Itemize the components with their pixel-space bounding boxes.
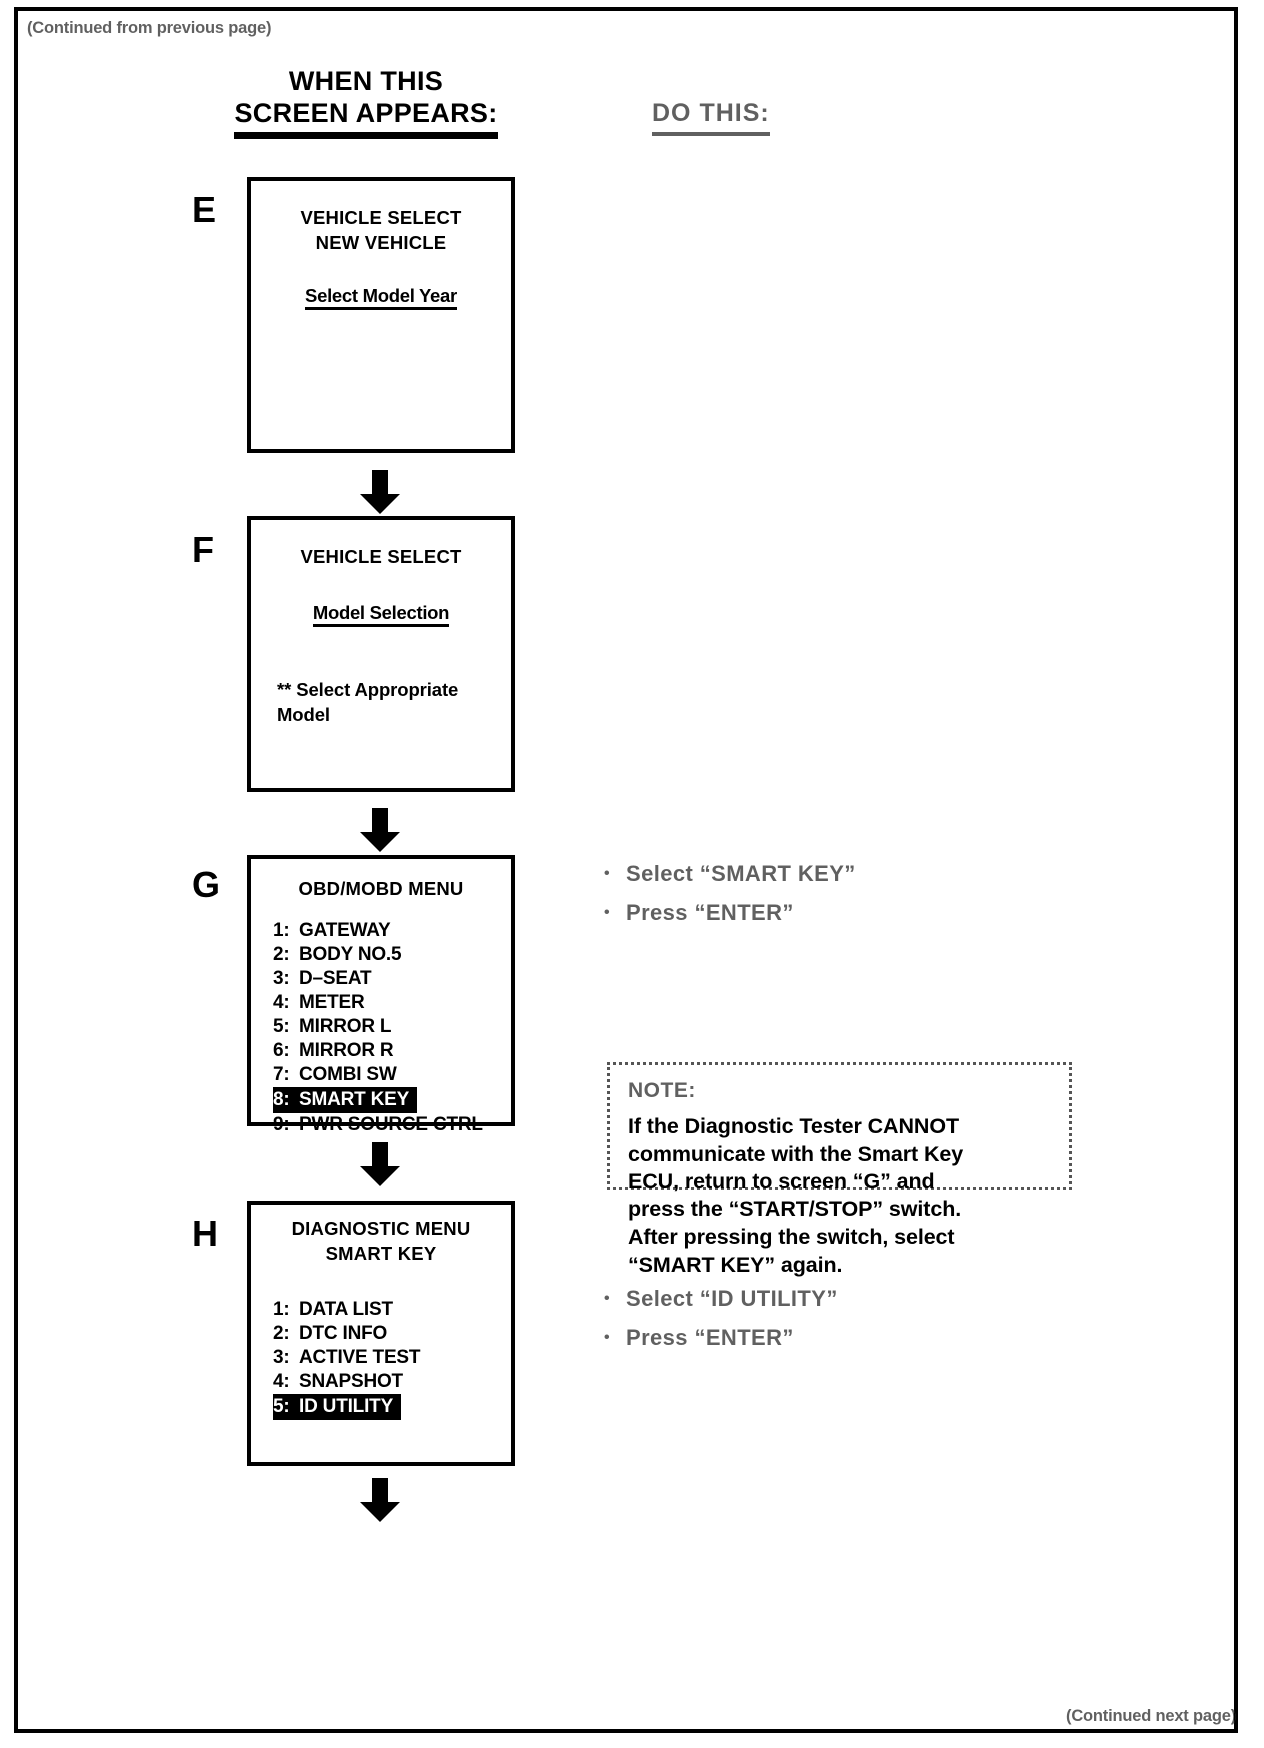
menu-item-index: 7: [273, 1063, 290, 1085]
menu-item-index: 5: [273, 1396, 290, 1418]
instruction-list-h: • Select “ID UTILITY” • Press “ENTER” [604, 1288, 1064, 1367]
note-label: NOTE: [628, 1079, 696, 1102]
note-line-1: If the Diagnostic Tester CANNOT [628, 1114, 959, 1138]
menu-item-label: DATA LIST [299, 1299, 393, 1321]
instruction-text: Select “ID UTILITY” [626, 1286, 838, 1311]
menu-item[interactable]: 2: BODY NO.5 [273, 943, 511, 967]
screen-f-subtitle: Model Selection [251, 601, 511, 627]
menu-item-index: 3: [273, 1347, 290, 1369]
instruction-row: • Select “ID UTILITY” [604, 1288, 1064, 1310]
instruction-text: Press “ENTER” [626, 900, 794, 926]
instruction-row: • Press “ENTER” [604, 902, 1064, 924]
menu-item-index: 3: [273, 967, 290, 989]
menu-item-index: 9: [273, 1113, 290, 1135]
bullet-icon: • [604, 1290, 611, 1307]
menu-item[interactable]: 5: MIRROR L [273, 1015, 511, 1039]
flow-label-e: E [192, 189, 217, 230]
note-line-3: ECU, return to screen “G” and [628, 1169, 935, 1194]
menu-item-index: 1: [273, 919, 290, 941]
continued-from-previous-label: (Continued from previous page) [27, 19, 272, 37]
screen-e-subtitle: Select Model Year [251, 285, 511, 311]
menu-item-label: GATEWAY [299, 919, 391, 941]
instruction-list-g: • Select “SMART KEY” • Press “ENTER” [604, 863, 1064, 942]
screen-h-title-line2: SMART KEY [325, 1242, 437, 1264]
note-line-5: After pressing the switch, select [628, 1224, 955, 1249]
instruction-row: • Select “SMART KEY” [604, 863, 1064, 885]
screen-f-title-line1: VEHICLE SELECT [300, 546, 462, 567]
menu-item-index: 8: [273, 1088, 290, 1110]
menu-item-label: ACTIVE TEST [299, 1347, 421, 1369]
screen-box-e: VEHICLE SELECT NEW VEHICLE Select Model … [247, 177, 515, 453]
screen-box-g: OBD/MOBD MENU 1: GATEWAY 2: BODY NO.5 3: D–SE… [247, 855, 515, 1135]
flow-arrow-down-icon [360, 470, 400, 514]
menu-item-label: ID UTILITY [299, 1396, 394, 1418]
column-header-do-this: DO THIS: [652, 99, 770, 136]
screen-g-title-line1: OBD/MOBD MENU [298, 878, 464, 899]
page-border [14, 7, 1238, 1733]
flow-arrow-down-icon [360, 808, 400, 852]
bullet-icon: • [604, 865, 611, 882]
menu-item-label: BODY NO.5 [299, 943, 402, 965]
menu-item-selected[interactable]: 5: ID UTILITY [273, 1394, 402, 1421]
continued-next-page-label: (Continued next page) [1066, 1707, 1236, 1725]
screen-appears-line2: SCREEN APPEARS: [234, 98, 498, 139]
note-line-6: “SMART KEY” again. [628, 1252, 843, 1277]
menu-item-label: PWR SOURCE CTRL [299, 1113, 483, 1135]
menu-item-index: 2: [273, 943, 290, 965]
menu-item[interactable]: 1: GATEWAY [273, 919, 511, 943]
menu-item-index: 4: [273, 1371, 290, 1393]
menu-item-label: MIRROR L [299, 1015, 392, 1037]
menu-item-index: 6: [273, 1039, 290, 1061]
note-body: If the Diagnostic Tester CANNOT communic… [628, 1113, 1053, 1279]
menu-item-index: 5: [273, 1015, 290, 1037]
flow-arrow-down-icon [360, 1478, 400, 1522]
menu-item-label: METER [299, 991, 365, 1013]
screen-f-note-line2: Model [277, 703, 330, 725]
menu-item[interactable]: 1: DATA LIST [273, 1298, 511, 1322]
menu-item-index: 2: [273, 1323, 290, 1345]
menu-item[interactable]: 4: METER [273, 991, 511, 1015]
flow-label-g: G [192, 864, 221, 905]
menu-item[interactable]: 3: ACTIVE TEST [273, 1346, 511, 1370]
menu-item[interactable]: 4: SNAPSHOT [273, 1370, 511, 1394]
bullet-icon: • [604, 1329, 611, 1347]
menu-item[interactable]: 7: COMBI SW [273, 1063, 511, 1087]
flow-label-h: H [192, 1213, 218, 1254]
menu-item-index: 1: [273, 1299, 290, 1321]
menu-item-label: MIRROR R [299, 1039, 394, 1061]
menu-item-label: COMBI SW [299, 1063, 397, 1085]
screen-h-title-line1: DIAGNOSTIC MENU [291, 1218, 471, 1239]
screen-box-f: VEHICLE SELECT Model Selection ** Select… [247, 516, 515, 792]
screen-box-h: DIAGNOSTIC MENU SMART KEY 1: DATA LIST 2: D… [247, 1201, 515, 1466]
flow-arrow-down-icon [360, 1142, 400, 1186]
menu-item[interactable]: 9: PWR SOURCE CTRL [273, 1113, 511, 1137]
bullet-icon: • [604, 904, 611, 922]
note-line-4: press the “START/STOP” switch. [628, 1197, 962, 1222]
screen-e-title-line1: VEHICLE SELECT [300, 207, 462, 228]
menu-item[interactable]: 3: D–SEAT [273, 967, 511, 991]
menu-item-label: SMART KEY [299, 1088, 410, 1110]
instruction-text: Press “ENTER” [626, 1325, 794, 1351]
menu-item-label: DTC INFO [299, 1323, 388, 1345]
menu-item-index: 4: [273, 991, 290, 1013]
screen-e-title-line2: NEW VEHICLE [315, 231, 447, 253]
screen-f-note-line1: ** Select Appropriate [277, 678, 459, 700]
instruction-text: Select “SMART KEY” [626, 861, 856, 886]
note-line-2: communicate with the Smart Key [628, 1141, 964, 1166]
instruction-row: • Press “ENTER” [604, 1327, 1064, 1349]
menu-item-selected[interactable]: 8: SMART KEY [273, 1086, 418, 1113]
note-box: NOTE: If the Diagnostic Tester CANNOT co… [607, 1062, 1072, 1277]
menu-item[interactable]: 2: DTC INFO [273, 1322, 511, 1346]
diagnostic-menu-list[interactable]: 1: DATA LIST 2: DTC INFO 3: ACTIVE TEST 4: SNAP… [273, 1298, 511, 1421]
menu-item-label: D–SEAT [299, 967, 372, 989]
screen-f-note: ** Select Appropriate Model [277, 678, 511, 728]
when-this-line1: WHEN THIS [288, 66, 444, 96]
obd-mobd-menu-list[interactable]: 1: GATEWAY 2: BODY NO.5 3: D–SEAT 4: METER 5: MIR… [273, 919, 511, 1137]
flow-label-f: F [192, 529, 214, 570]
column-header-when-screen-appears: WHEN THIS SCREEN APPEARS: [196, 66, 536, 139]
menu-item-label: SNAPSHOT [299, 1371, 403, 1393]
menu-item[interactable]: 6: MIRROR R [273, 1039, 511, 1063]
